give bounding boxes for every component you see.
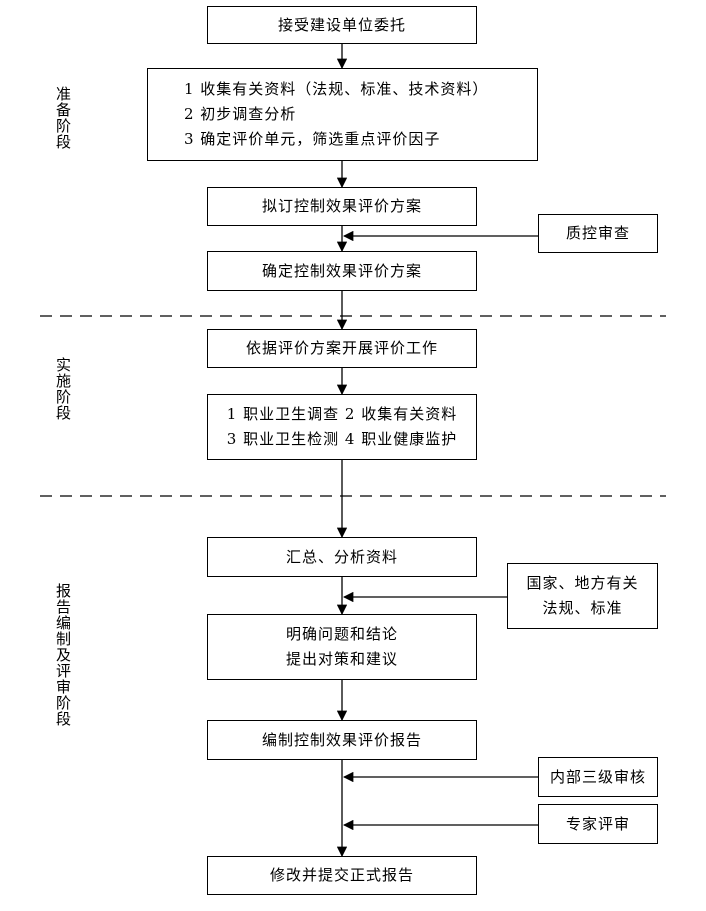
box-expert-review: 专家评审 <box>538 804 658 844</box>
box-final-report: 修改并提交正式报告 <box>207 856 477 895</box>
stage-label-prep: 准备阶段 <box>54 86 72 150</box>
stage-label-report: 报告编制及评审阶段 <box>54 583 72 727</box>
box-line: 1 职业卫生调查 2 收集有关资料 <box>226 405 458 423</box>
box-compile-report: 编制控制效果评价报告 <box>207 720 477 760</box>
box-label: 依据评价方案开展评价工作 <box>245 339 438 357</box>
box-collect-materials: 1 收集有关资料（法规、标准、技术资料） 2 初步调查分析 3 确定评价单元，筛… <box>147 68 538 161</box>
box-regulations-standards: 国家、地方有关 法规、标准 <box>507 563 658 629</box>
box-label: 内部三级审核 <box>549 767 646 786</box>
box-conclusions-suggestions: 明确问题和结论 提出对策和建议 <box>207 614 477 680</box>
box-label: 确定控制效果评价方案 <box>261 261 422 280</box>
box-execute-evaluation: 依据评价方案开展评价工作 <box>207 329 477 368</box>
box-summarize-analyze: 汇总、分析资料 <box>207 537 477 577</box>
box-line: 3 职业卫生检测 4 职业健康监护 <box>226 430 458 448</box>
box-label: 专家评审 <box>565 814 630 833</box>
box-draft-plan: 拟订控制效果评价方案 <box>207 187 477 226</box>
stage-label-implementation: 实施阶段 <box>54 357 72 421</box>
box-line: 明确问题和结论 <box>285 625 398 643</box>
box-qc-review: 质控审查 <box>538 214 658 253</box>
box-accept-commission: 接受建设单位委托 <box>207 6 477 44</box>
box-label: 修改并提交正式报告 <box>269 866 414 884</box>
box-line: 2 初步调查分析 <box>184 105 297 123</box>
box-line: 提出对策和建议 <box>285 650 398 668</box>
box-label: 拟订控制效果评价方案 <box>261 197 422 215</box>
box-label: 质控审查 <box>565 224 630 242</box>
box-label: 编制控制效果评价报告 <box>261 730 422 749</box>
box-internal-review: 内部三级审核 <box>538 757 658 797</box>
box-label: 接受建设单位委托 <box>277 15 406 34</box>
box-line: 1 收集有关资料（法规、标准、技术资料） <box>184 80 489 98</box>
box-survey-tasks: 1 职业卫生调查 2 收集有关资料 3 职业卫生检测 4 职业健康监护 <box>207 394 477 460</box>
box-line: 3 确定评价单元，筛选重点评价因子 <box>184 130 441 148</box>
box-confirm-plan: 确定控制效果评价方案 <box>207 251 477 291</box>
box-line: 国家、地方有关 <box>526 574 639 592</box>
box-label: 汇总、分析资料 <box>285 547 398 566</box>
box-line: 法规、标准 <box>542 599 623 617</box>
